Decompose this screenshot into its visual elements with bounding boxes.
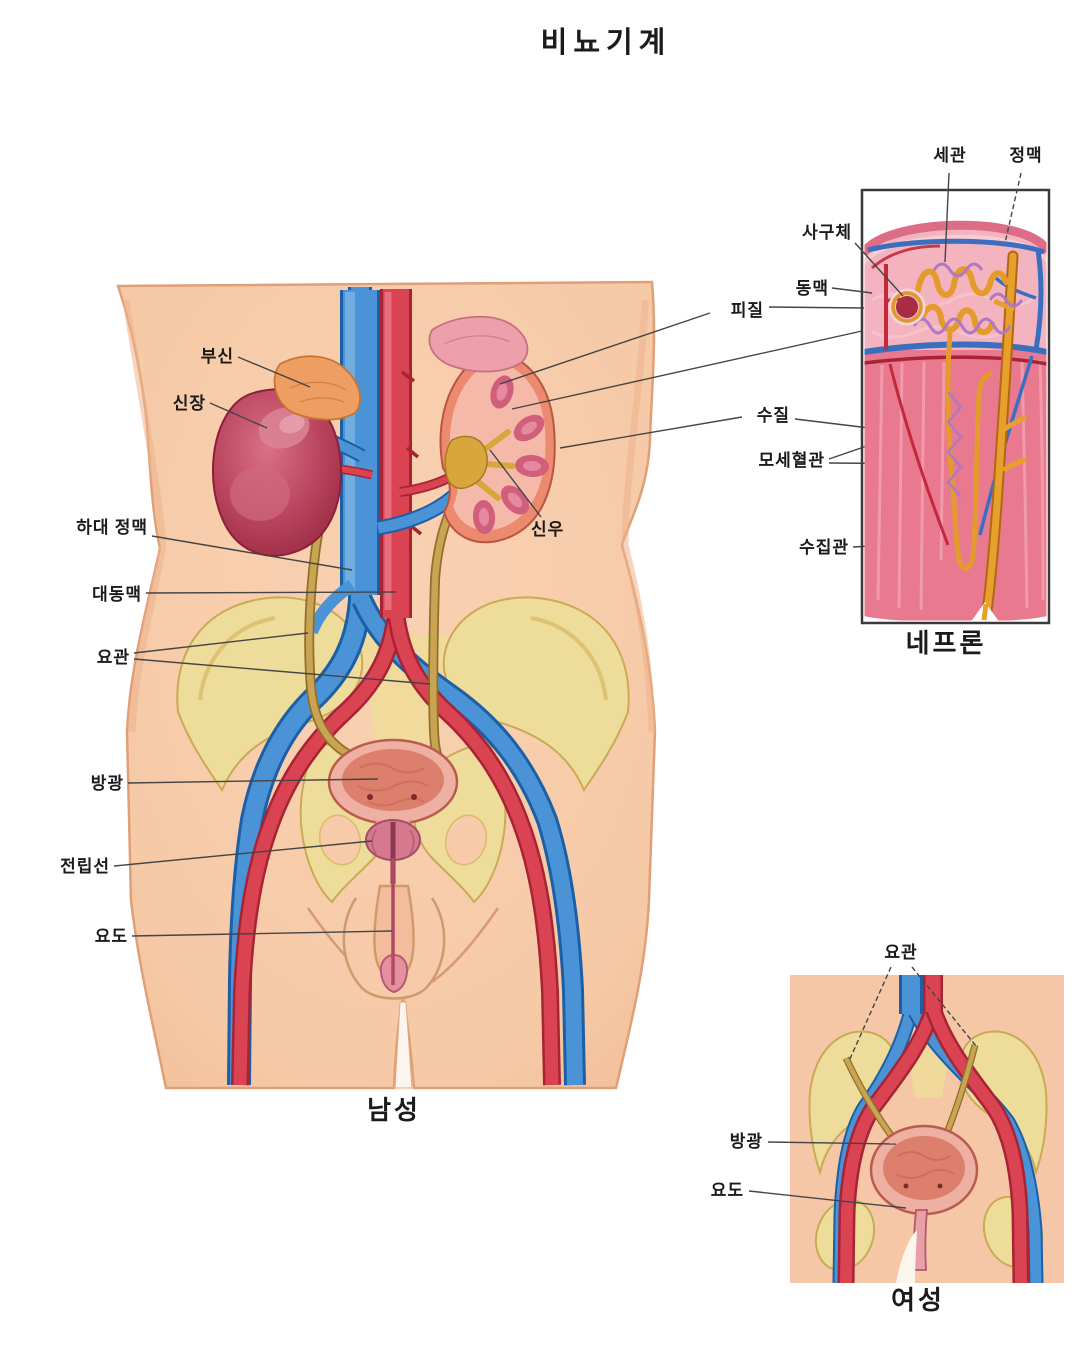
leader-lines-nephron: [831, 172, 1022, 297]
label-bladder: 방광: [90, 774, 124, 793]
label-prostate: 전립선: [60, 857, 110, 876]
label-adrenal-gland: 부신: [200, 347, 234, 366]
leader-lines-female: [748, 966, 977, 1209]
left-kidney: [212, 388, 342, 557]
label-urethra: 요도: [94, 927, 128, 946]
label-aorta: 대동맥: [92, 585, 142, 604]
nephron-inset-frame: [860, 188, 1051, 625]
bladder: [327, 738, 459, 836]
label-kidney: 신장: [172, 394, 206, 413]
right-kidney-section: [439, 350, 556, 544]
label-female-urethra: 요도: [710, 1181, 744, 1200]
page-title: 비뇨기계: [540, 27, 672, 59]
penis-urethra: [342, 858, 446, 1000]
caption-nephron: 네프론: [905, 629, 987, 658]
label-female-bladder: 방광: [729, 1132, 763, 1151]
nephron-inset-illustration: [831, 172, 1051, 625]
right-adrenal-gland: [428, 315, 529, 373]
label-glomerulus: 사구체: [802, 223, 852, 242]
label-inferior-vena-cava: 하대 정맥: [76, 518, 148, 537]
label-collecting-duct: 수집관: [799, 538, 849, 557]
label-medulla: 수질: [756, 406, 790, 425]
left-adrenal-gland: [273, 355, 361, 421]
caption-female: 여성: [891, 1286, 945, 1315]
label-tubule: 세관: [933, 146, 967, 165]
label-artery: 동맥: [795, 279, 829, 298]
label-vein: 정맥: [1009, 146, 1043, 165]
leg-gap: [394, 1001, 413, 1089]
label-cortex: 피질: [730, 301, 764, 320]
female-figure-illustration: [748, 966, 1064, 1283]
label-capillaries: 모세혈관: [758, 451, 825, 470]
caption-male: 남성: [367, 1096, 421, 1125]
label-ureter: 요관: [96, 648, 130, 667]
aorta: [231, 289, 561, 1086]
label-renal-pelvis: 신우: [531, 520, 565, 539]
label-female-ureter: 요관: [884, 943, 918, 962]
